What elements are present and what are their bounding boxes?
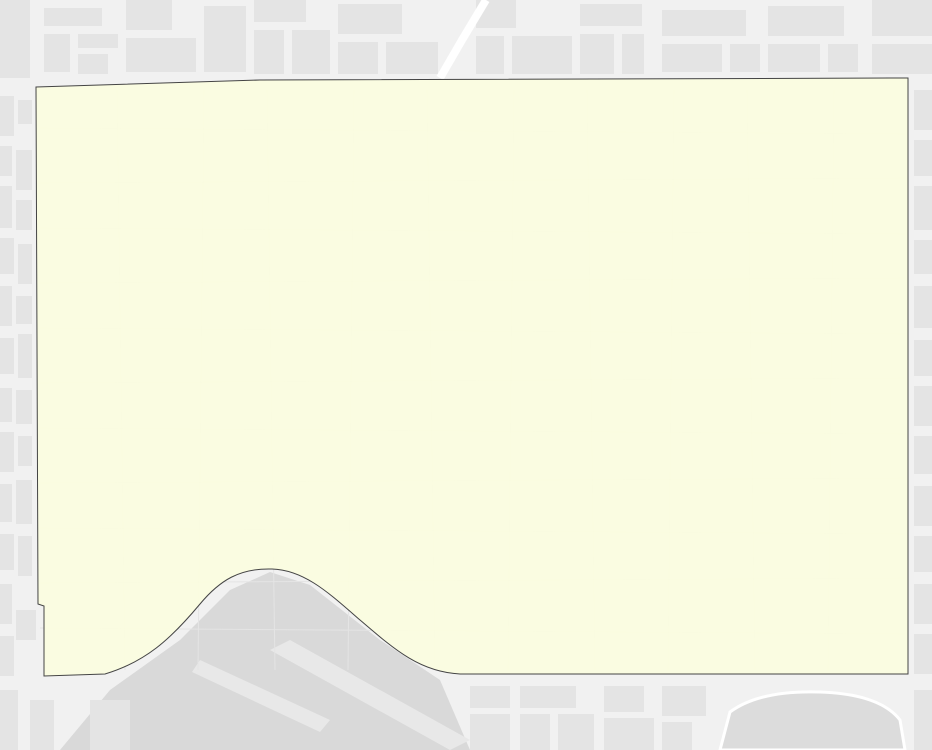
- basemap-bottom-area: [30, 572, 932, 750]
- basemap-right-blocks: [914, 90, 932, 674]
- basemap-major-road: [436, 0, 490, 81]
- highlighted-region-polygon[interactable]: [35, 77, 909, 677]
- basemap-left-blocks: [0, 96, 36, 750]
- basemap-top-blocks: [0, 0, 932, 78]
